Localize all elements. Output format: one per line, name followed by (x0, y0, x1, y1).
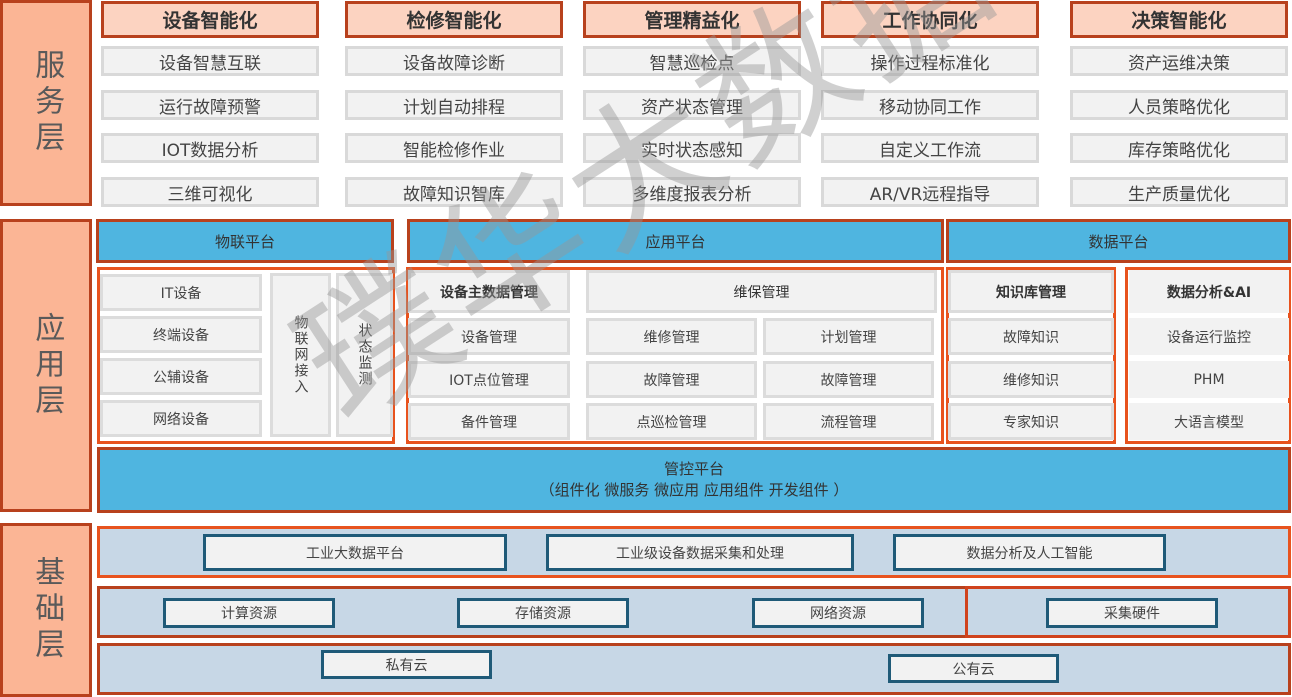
control-platform-subtitle: （组件化 微服务 微应用 应用组件 开发组件 ） (539, 481, 849, 499)
master-data-item: 备件管理 (408, 403, 570, 440)
knowledge-item: 专家知识 (948, 403, 1114, 440)
application-group (406, 267, 944, 444)
service-item: 操作过程标准化 (821, 46, 1039, 76)
layer-service: 服务层 (0, 0, 92, 206)
service-item: 计划自动排程 (345, 90, 563, 120)
control-platform: 管控平台 （组件化 微服务 微应用 应用组件 开发组件 ） (97, 447, 1291, 513)
service-item: 运行故障预警 (101, 90, 319, 120)
knowledge-title: 知识库管理 (948, 270, 1114, 313)
service-item: IOT数据分析 (101, 133, 319, 163)
analytics-title: 数据分析&AI (1129, 270, 1289, 313)
maintenance-item: 故障管理 (763, 361, 934, 398)
iot-group (97, 267, 395, 444)
base-item: 公有云 (888, 654, 1059, 683)
service-item: 资产运维决策 (1070, 46, 1288, 76)
base-item: 网络资源 (752, 598, 924, 628)
base-item: 工业大数据平台 (203, 534, 507, 571)
service-item: 多维度报表分析 (583, 177, 801, 207)
maintenance-item: 点巡检管理 (586, 403, 757, 440)
service-item: 资产状态管理 (583, 90, 801, 120)
knowledge-item: 维修知识 (948, 361, 1114, 398)
knowledge-group (946, 267, 1116, 444)
base-item: 存储资源 (457, 598, 629, 628)
iot-access: 物联网接入 (270, 273, 331, 437)
base-item: 采集硬件 (1046, 598, 1218, 628)
maintenance-item: 故障管理 (586, 361, 757, 398)
service-item: 移动协同工作 (821, 90, 1039, 120)
service-item: 智能检修作业 (345, 133, 563, 163)
master-data-item: 设备管理 (408, 318, 570, 355)
base-band-cloud (97, 643, 1291, 695)
service-column-title: 检修智能化 (345, 1, 563, 38)
service-item: 实时状态感知 (583, 133, 801, 163)
master-data-item: IOT点位管理 (408, 361, 570, 398)
platform-iot: 物联平台 (96, 219, 394, 263)
layer-base: 基础层 (0, 523, 92, 697)
service-item: 生产质量优化 (1070, 177, 1288, 207)
service-item: 自定义工作流 (821, 133, 1039, 163)
analytics-group (1125, 267, 1291, 444)
analytics-item: PHM (1129, 361, 1289, 398)
iot-device: 公辅设备 (100, 358, 262, 395)
control-platform-title: 管控平台 (663, 460, 724, 478)
service-column-title: 工作协同化 (821, 1, 1039, 38)
master-data-title: 设备主数据管理 (408, 270, 570, 313)
service-column-title: 决策智能化 (1070, 1, 1288, 38)
maintenance-title: 维保管理 (586, 270, 937, 313)
service-item: AR/VR远程指导 (821, 177, 1039, 207)
service-item: 智慧巡检点 (583, 46, 801, 76)
base-item: 数据分析及人工智能 (893, 534, 1166, 571)
platform-application: 应用平台 (407, 219, 944, 263)
maintenance-item: 流程管理 (763, 403, 934, 440)
maintenance-item: 计划管理 (763, 318, 934, 355)
analytics-item: 大语言模型 (1129, 403, 1289, 440)
service-item: 三维可视化 (101, 177, 319, 207)
analytics-item: 设备运行监控 (1129, 318, 1289, 355)
base-item: 私有云 (321, 650, 492, 679)
knowledge-item: 故障知识 (948, 318, 1114, 355)
layer-application: 应用层 (0, 219, 92, 512)
service-column-title: 管理精益化 (583, 1, 801, 38)
iot-device: 终端设备 (100, 316, 262, 353)
service-item: 设备故障诊断 (345, 46, 563, 76)
status-monitoring: 状态监测 (336, 273, 393, 437)
base-item: 工业级设备数据采集和处理 (546, 534, 854, 571)
highlight-acquisition-hardware (965, 586, 1291, 638)
service-item: 人员策略优化 (1070, 90, 1288, 120)
service-item: 设备智慧互联 (101, 46, 319, 76)
service-item: 库存策略优化 (1070, 133, 1288, 163)
maintenance-item: 维修管理 (586, 318, 757, 355)
service-column-title: 设备智能化 (101, 1, 319, 38)
iot-device: 网络设备 (100, 400, 262, 437)
iot-device: IT设备 (100, 274, 262, 311)
base-item: 计算资源 (163, 598, 335, 628)
platform-data: 数据平台 (946, 219, 1291, 263)
service-item: 故障知识智库 (345, 177, 563, 207)
